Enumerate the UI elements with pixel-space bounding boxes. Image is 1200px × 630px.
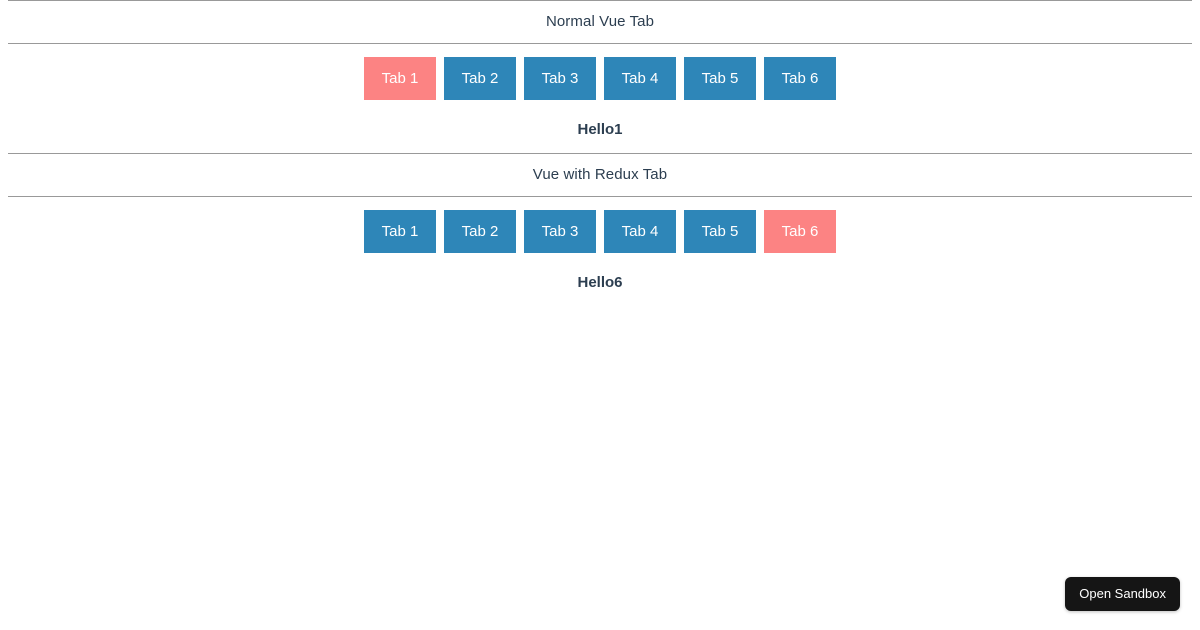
section-title: Normal Vue Tab (8, 0, 1192, 44)
tab-button-1[interactable]: Tab 1 (364, 57, 436, 100)
section-title: Vue with Redux Tab (8, 153, 1192, 197)
open-sandbox-button[interactable]: Open Sandbox (1065, 577, 1180, 611)
tab-button-4[interactable]: Tab 4 (604, 57, 676, 100)
tab-button-1[interactable]: Tab 1 (364, 210, 436, 253)
tab-row: Tab 1 Tab 2 Tab 3 Tab 4 Tab 5 Tab 6 (8, 57, 1192, 100)
tab-button-6[interactable]: Tab 6 (764, 210, 836, 253)
tab-button-5[interactable]: Tab 5 (684, 210, 756, 253)
section-body: Tab 1 Tab 2 Tab 3 Tab 4 Tab 5 Tab 6 Hell… (8, 197, 1192, 306)
tab-button-3[interactable]: Tab 3 (524, 57, 596, 100)
tab-button-4[interactable]: Tab 4 (604, 210, 676, 253)
tab-button-2[interactable]: Tab 2 (444, 57, 516, 100)
tab-button-5[interactable]: Tab 5 (684, 57, 756, 100)
tab-panel-content: Hello1 (577, 121, 623, 138)
tab-row: Tab 1 Tab 2 Tab 3 Tab 4 Tab 5 Tab 6 (8, 210, 1192, 253)
app-root: Normal Vue Tab Tab 1 Tab 2 Tab 3 Tab 4 T… (8, 0, 1192, 611)
tab-panel-content: Hello6 (577, 274, 623, 291)
section-vue-with-redux-tab: Vue with Redux Tab Tab 1 Tab 2 Tab 3 Tab… (8, 153, 1192, 306)
tab-button-3[interactable]: Tab 3 (524, 210, 596, 253)
section-body: Tab 1 Tab 2 Tab 3 Tab 4 Tab 5 Tab 6 Hell… (8, 44, 1192, 153)
tab-button-6[interactable]: Tab 6 (764, 57, 836, 100)
section-normal-vue-tab: Normal Vue Tab Tab 1 Tab 2 Tab 3 Tab 4 T… (8, 0, 1192, 153)
tab-button-2[interactable]: Tab 2 (444, 210, 516, 253)
